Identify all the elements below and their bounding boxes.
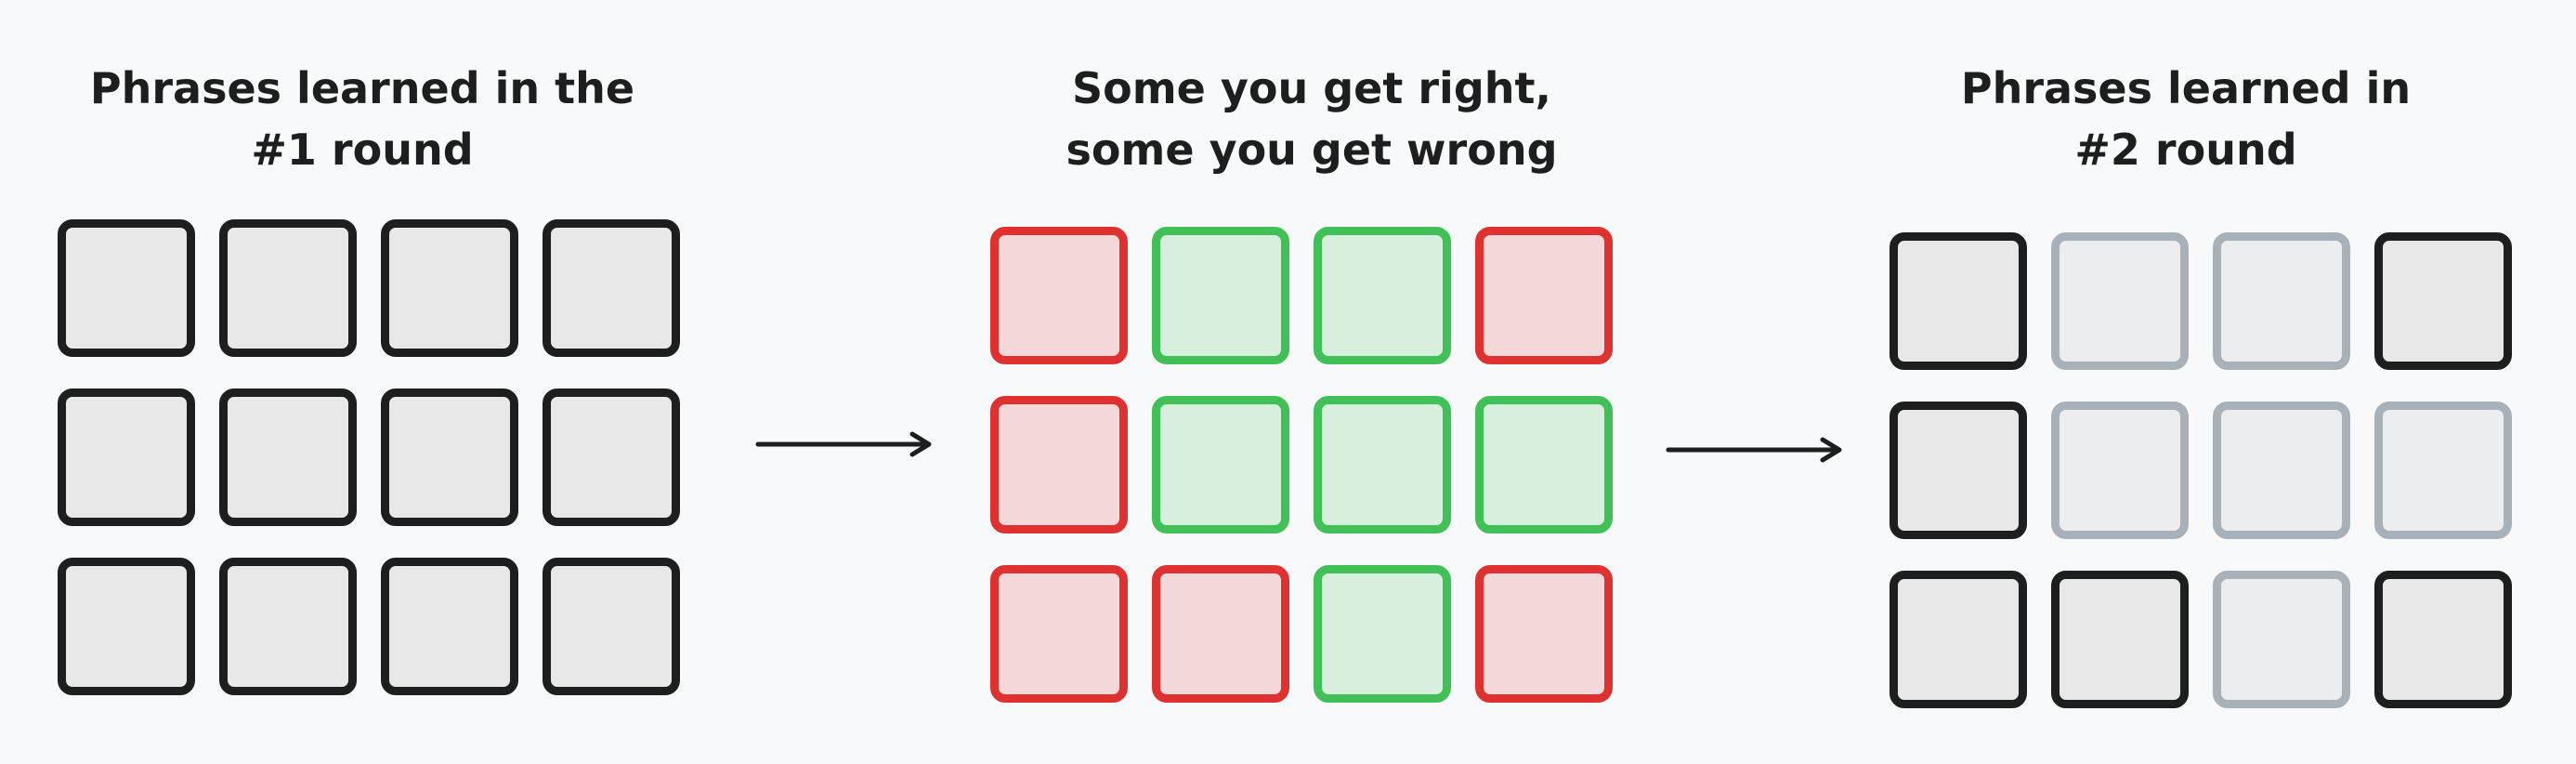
phrase-card-right (1314, 396, 1451, 533)
phrase-card-faded (2213, 571, 2350, 708)
phrase-card-neutral (2374, 232, 2512, 370)
panel-2-title-line-1: Some you get right, (1072, 63, 1551, 113)
panel-3-title-line-1: Phrases learned in (1960, 63, 2412, 113)
phrase-card-wrong (990, 396, 1128, 533)
phrase-card-wrong (990, 565, 1128, 703)
panel-3-phrase-grid (1890, 232, 2512, 708)
phrase-card-right (1152, 227, 1289, 364)
phrase-card-neutral (219, 219, 357, 357)
phrase-card-right (1314, 565, 1451, 703)
phrase-card-neutral (381, 219, 518, 357)
phrase-card-neutral (543, 219, 680, 357)
phrase-card-neutral (381, 558, 518, 695)
phrase-card-neutral (219, 558, 357, 695)
panel-3-title-line-2: #2 round (2074, 125, 2297, 175)
phrase-card-wrong (1475, 227, 1613, 364)
phrase-card-neutral (58, 219, 195, 357)
phrase-card-wrong (990, 227, 1128, 364)
phrase-card-neutral (543, 558, 680, 695)
phrase-card-faded (2051, 402, 2189, 539)
panel-2-title: Some you get right, some you get wrong (977, 58, 1646, 180)
phrase-card-faded (2213, 402, 2350, 539)
phrase-card-neutral (58, 558, 195, 695)
phrase-card-faded (2374, 402, 2512, 539)
phrase-card-neutral (543, 389, 680, 526)
phrase-card-neutral (1890, 571, 2027, 708)
phrase-card-neutral (1890, 232, 2027, 370)
phrase-card-neutral (58, 389, 195, 526)
panel-1-title: Phrases learned in the #1 round (28, 58, 697, 180)
phrase-card-right (1152, 396, 1289, 533)
right-arrow-icon (1666, 437, 1842, 463)
phrase-card-right (1314, 227, 1451, 364)
phrase-card-neutral (2051, 571, 2189, 708)
phrase-card-faded (2051, 232, 2189, 370)
right-arrow-icon (755, 431, 932, 457)
phrase-card-faded (2213, 232, 2350, 370)
phrase-card-neutral (381, 389, 518, 526)
phrase-card-wrong (1152, 565, 1289, 703)
panel-1-phrase-grid (58, 219, 680, 695)
phrase-card-wrong (1475, 565, 1613, 703)
panel-1-title-line-1: Phrases learned in the (89, 63, 635, 113)
phrase-card-neutral (2374, 571, 2512, 708)
panel-3-title: Phrases learned in #2 round (1851, 58, 2520, 180)
phrase-card-neutral (219, 389, 357, 526)
panel-2-title-line-2: some you get wrong (1066, 125, 1558, 175)
panel-2-phrase-grid (990, 227, 1613, 703)
panel-1-title-line-2: #1 round (251, 125, 474, 175)
phrase-card-right (1475, 396, 1613, 533)
phrase-card-neutral (1890, 402, 2027, 539)
